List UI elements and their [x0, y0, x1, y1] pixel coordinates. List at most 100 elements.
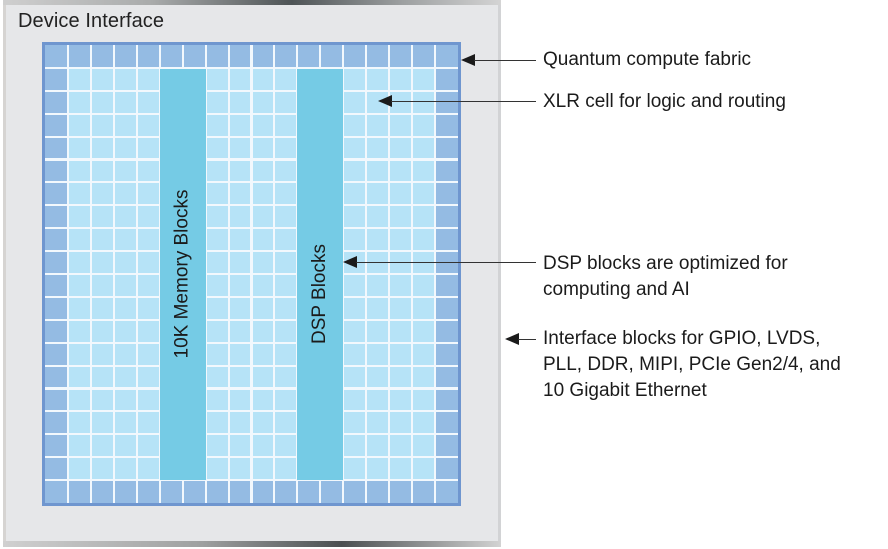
logic-cell — [367, 320, 389, 342]
logic-cell — [390, 137, 412, 159]
callout-xlr-cell: XLR cell for logic and routing — [543, 89, 786, 115]
memory-block-column: 10K Memory Blocks — [159, 68, 206, 481]
callout-line: Interface blocks for GPIO, LVDS, — [543, 328, 821, 349]
logic-cell — [114, 275, 136, 296]
logic-cell — [367, 275, 389, 296]
logic-cell — [229, 229, 251, 251]
arrowhead-quantum — [461, 54, 475, 66]
logic-cell — [344, 297, 366, 319]
logic-cell — [91, 206, 113, 228]
logic-cell — [344, 206, 366, 228]
logic-cell — [344, 160, 366, 182]
logic-cell — [390, 297, 412, 319]
interface-cell — [45, 229, 67, 251]
logic-cell — [137, 252, 159, 273]
logic-cell — [275, 68, 297, 90]
logic-cell — [344, 366, 366, 388]
logic-cell — [275, 275, 297, 296]
logic-cell — [367, 458, 389, 480]
logic-cell — [252, 458, 274, 480]
interface-cell — [436, 114, 458, 136]
logic-cell — [229, 206, 251, 228]
logic-cell — [137, 412, 159, 434]
interface-cell — [91, 45, 113, 67]
logic-cell — [206, 160, 228, 182]
logic-cell — [114, 435, 136, 457]
logic-cell — [68, 297, 90, 319]
logic-cell — [206, 91, 228, 113]
logic-cell — [114, 183, 136, 205]
logic-cell — [91, 343, 113, 365]
interface-cell — [91, 481, 113, 503]
logic-cell — [91, 297, 113, 319]
logic-cell — [68, 343, 90, 365]
logic-cell — [91, 137, 113, 159]
leader-line-dsp — [356, 262, 536, 263]
interface-cell — [45, 206, 67, 228]
logic-cell — [367, 114, 389, 136]
logic-cell — [344, 343, 366, 365]
logic-cell — [206, 229, 228, 251]
logic-cell — [229, 275, 251, 296]
logic-cell — [275, 206, 297, 228]
logic-cell — [206, 183, 228, 205]
logic-cell — [229, 252, 251, 273]
logic-cell — [137, 137, 159, 159]
logic-cell — [114, 297, 136, 319]
logic-cell — [413, 137, 435, 159]
logic-cell — [229, 297, 251, 319]
logic-cell — [229, 343, 251, 365]
callout-dsp-blocks: DSP blocks are optimized for computing a… — [543, 251, 788, 303]
interface-cell — [321, 481, 343, 503]
interface-cell — [436, 206, 458, 228]
logic-cell — [252, 435, 274, 457]
interface-cell — [275, 481, 297, 503]
interface-cell — [229, 45, 251, 67]
logic-cell — [114, 366, 136, 388]
logic-cell — [344, 114, 366, 136]
logic-cell — [390, 229, 412, 251]
logic-cell — [344, 320, 366, 342]
logic-cell — [390, 412, 412, 434]
interface-cell — [137, 45, 159, 67]
logic-cell — [114, 114, 136, 136]
interface-cell — [229, 481, 251, 503]
logic-cell — [206, 389, 228, 411]
logic-cell — [344, 137, 366, 159]
interface-cell — [436, 160, 458, 182]
interface-cell — [436, 137, 458, 159]
logic-cell — [275, 343, 297, 365]
interface-cell — [45, 160, 67, 182]
callout-line: computing and AI — [543, 279, 690, 300]
logic-cell — [229, 68, 251, 90]
interface-cell — [183, 45, 205, 67]
logic-cell — [91, 114, 113, 136]
interface-cell — [413, 45, 435, 67]
logic-cell — [137, 91, 159, 113]
logic-cell — [91, 229, 113, 251]
interface-cell — [436, 229, 458, 251]
logic-cell — [206, 343, 228, 365]
logic-cell — [344, 275, 366, 296]
logic-cell — [114, 252, 136, 273]
logic-cell — [137, 458, 159, 480]
interface-cell — [436, 275, 458, 296]
logic-cell — [390, 206, 412, 228]
logic-cell — [229, 91, 251, 113]
logic-cell — [252, 412, 274, 434]
interface-cell — [436, 366, 458, 388]
logic-cell — [114, 458, 136, 480]
panel-title: Device Interface — [18, 10, 165, 32]
logic-cell — [68, 389, 90, 411]
logic-cell — [367, 297, 389, 319]
logic-cell — [413, 343, 435, 365]
logic-cell — [367, 160, 389, 182]
logic-cell — [252, 114, 274, 136]
logic-cell — [390, 343, 412, 365]
logic-cell — [229, 137, 251, 159]
interface-cell — [45, 435, 67, 457]
logic-cell — [413, 412, 435, 434]
logic-cell — [114, 91, 136, 113]
logic-cell — [275, 183, 297, 205]
dsp-block-column: DSP Blocks — [297, 68, 344, 481]
